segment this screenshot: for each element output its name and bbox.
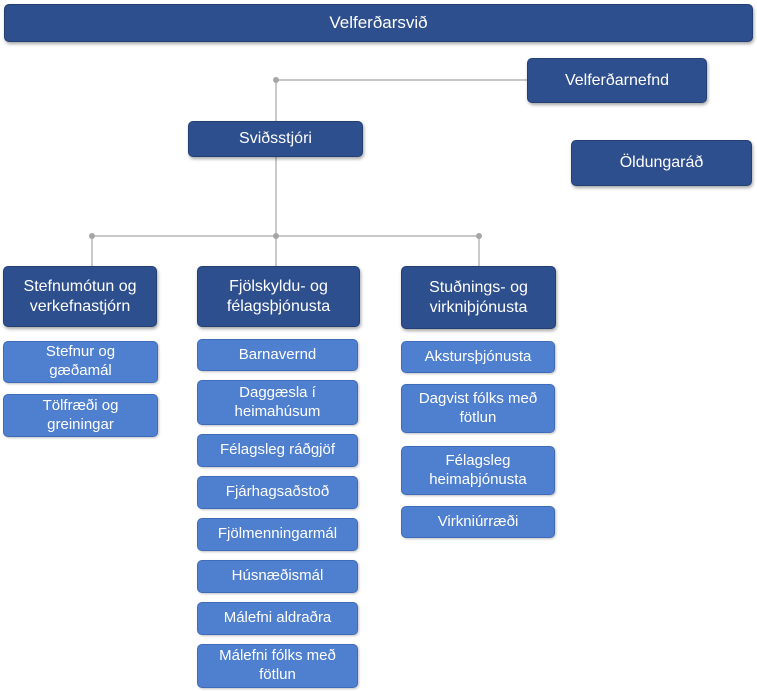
director-box: Sviðsstjóri — [188, 121, 363, 157]
director-label: Sviðsstjóri — [239, 130, 312, 147]
unit-box: Daggæsla í heimahúsum — [197, 380, 358, 425]
unit-label: Tölfræði og greiningar — [42, 396, 119, 433]
root-velferdarsvid: Velferðarsvið — [4, 4, 753, 42]
unit-label: Húsnæðismál — [231, 567, 324, 585]
unit-box: Húsnæðismál — [197, 560, 358, 593]
department-label: Stefnumótun og verkefnastjórn — [23, 277, 137, 315]
unit-box: Virkniúrræði — [401, 506, 555, 538]
department-family-social: Fjölskyldu- og félagsþjónusta — [197, 266, 360, 327]
committee-junction-dot — [273, 77, 279, 83]
unit-box: Fjölmenningarmál — [197, 518, 358, 551]
unit-label: Akstursþjónusta — [424, 347, 532, 365]
unit-label: Virkniúrræði — [437, 512, 519, 530]
council-label: Öldungaráð — [619, 154, 704, 171]
unit-box: Tölfræði og greiningar — [3, 394, 158, 437]
unit-label: Barnavernd — [238, 345, 317, 363]
committee-box: Velferðarnefnd — [527, 58, 707, 103]
department-label: Fjölskyldu- og félagsþjónusta — [226, 277, 331, 315]
root-label: Velferðarsvið — [329, 13, 428, 33]
unit-label: Málefni fólks með fötlun — [219, 647, 336, 683]
unit-label: Fjölmenningarmál — [217, 525, 338, 543]
unit-box: Málefni fólks með fötlun — [197, 644, 358, 688]
unit-box: Akstursþjónusta — [401, 341, 555, 373]
council-box: Öldungaráð — [571, 140, 752, 186]
unit-label: Dagvist fólks með fötlun — [418, 389, 538, 426]
department-support-activity: Stuðnings- og virkniþjónusta — [401, 266, 556, 329]
committee-label: Velferðarnefnd — [564, 71, 670, 89]
unit-box: Fjárhagsaðstoð — [197, 476, 358, 509]
unit-label: Félagsleg heimaþjónusta — [429, 451, 527, 488]
unit-box: Félagsleg ráðgjöf — [197, 434, 358, 467]
unit-box: Málefni aldraðra — [197, 602, 358, 635]
unit-label: Fjárhagsaðstoð — [225, 483, 330, 501]
unit-label: Félagsleg ráðgjöf — [219, 441, 336, 459]
unit-label: Daggæsla í heimahúsum — [234, 383, 321, 420]
unit-label: Málefni aldraðra — [223, 609, 332, 627]
department-label: Stuðnings- og virkniþjónusta — [429, 278, 528, 316]
unit-label: Stefnur og gæðamál — [45, 343, 116, 379]
department-policy: Stefnumótun og verkefnastjórn — [3, 266, 157, 327]
unit-box: Dagvist fólks með fötlun — [401, 384, 555, 433]
unit-box: Barnavernd — [197, 339, 358, 371]
unit-box: Félagsleg heimaþjónusta — [401, 446, 555, 495]
unit-box: Stefnur og gæðamál — [3, 341, 158, 383]
